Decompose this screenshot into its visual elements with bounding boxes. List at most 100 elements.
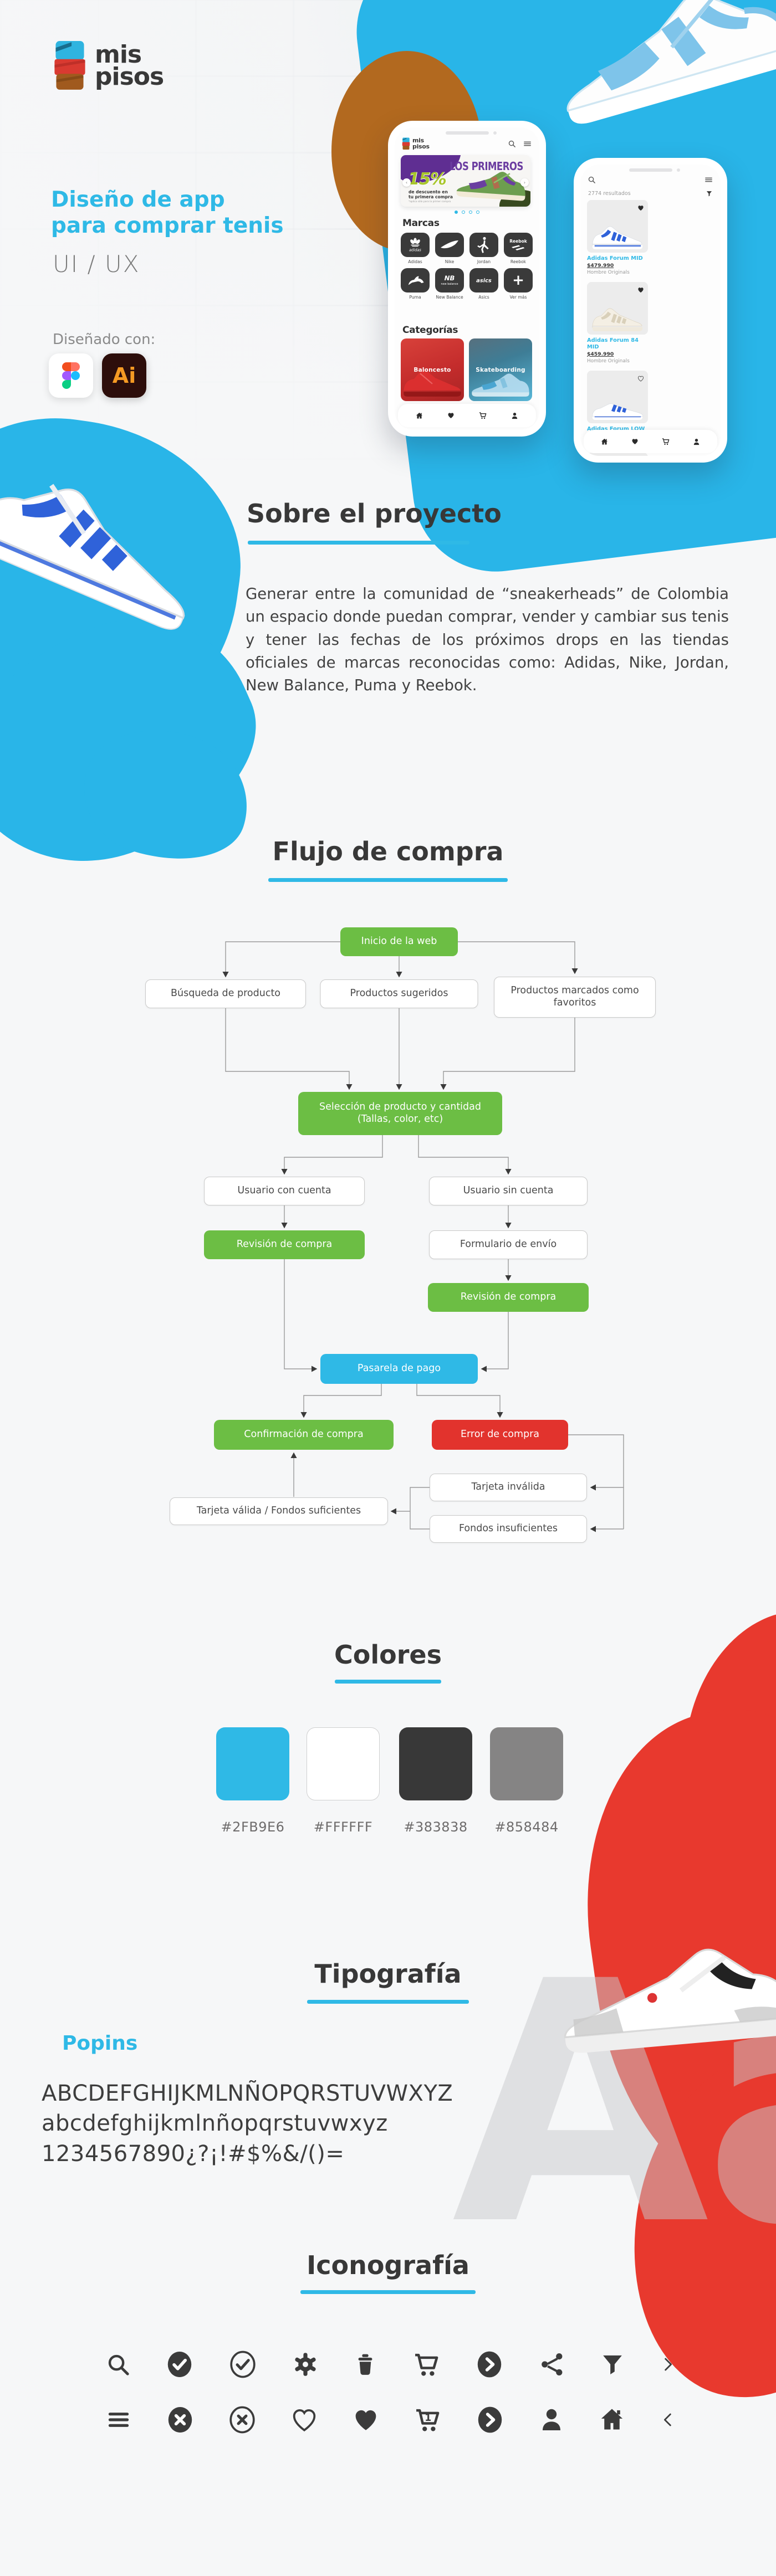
chevron-left-icon	[660, 2408, 676, 2432]
flow-node-busqueda: Búsqueda de producto	[145, 979, 306, 1008]
favorite-icon-filled[interactable]	[637, 285, 645, 296]
search-icon[interactable]	[508, 140, 516, 148]
specimen-numbers: 1234567890¿?¡!#$%&/()=	[42, 2141, 345, 2167]
banner-promo-text: de descuento en tu primera compra	[409, 189, 453, 200]
share-icon	[539, 2351, 565, 2378]
brand-label: Adidas	[408, 259, 422, 264]
designed-with-label: Diseñado con:	[53, 331, 156, 348]
specimen-uppercase: ABCDEFGHIJKMLNÑOPQRSTUVWXYZ	[42, 2081, 453, 2106]
product-card[interactable]: Adidas Stan Smith $399.990 Hombre Origin…	[587, 453, 648, 456]
iconography-underline	[300, 2290, 476, 2294]
svg-text:asics: asics	[476, 278, 492, 284]
flow-node-seleccion: Selección de producto y cantidad (Tallas…	[298, 1092, 502, 1135]
flow-node-usuario-con-cuenta: Usuario con cuenta	[204, 1177, 365, 1205]
phone-notch	[629, 168, 680, 172]
specimen-lowercase: abcdefghijkmlnñopqrstuvwxyz	[42, 2111, 388, 2137]
color-swatch-white	[307, 1727, 380, 1800]
bottom-nav	[398, 404, 536, 427]
filter-icon[interactable]	[706, 190, 713, 197]
brand-tile-asics[interactable]: asics	[469, 268, 498, 293]
product-name[interactable]: Adidas Forum MID	[587, 255, 643, 261]
product-name[interactable]: Adidas Forum LOW	[587, 425, 645, 432]
chevron-right-circle-icon	[475, 2349, 504, 2380]
home-icon[interactable]	[600, 438, 609, 446]
brand-tile-adidas[interactable]: adidas	[401, 233, 430, 257]
phone-notch	[445, 131, 497, 135]
user-icon[interactable]	[510, 412, 519, 420]
flow-underline	[268, 878, 508, 882]
flow-node-sugeridos: Productos sugeridos	[320, 979, 478, 1008]
brand-tile-jordan[interactable]	[469, 233, 498, 257]
svg-text:Reebok: Reebok	[509, 239, 527, 244]
close-circle-filled-icon	[166, 2405, 195, 2435]
brand-label: Jordan	[477, 259, 491, 264]
color-swatch-dark	[399, 1727, 472, 1800]
carousel-dot[interactable]	[469, 211, 472, 214]
marcas-heading: Marcas	[402, 218, 440, 229]
user-icon	[538, 2405, 565, 2434]
brand-tile-ver-mas[interactable]: +	[504, 268, 533, 293]
close-circle-outline-icon	[228, 2405, 257, 2435]
brand-tile-reebok[interactable]: Reebok	[504, 233, 533, 257]
typography-title: Tipografía	[314, 1959, 462, 1989]
shoebox-logo-icon	[54, 41, 85, 90]
flow-node-fondos-insuficientes: Fondos insuficientes	[430, 1515, 587, 1543]
favorite-icon-filled[interactable]	[637, 203, 645, 214]
chevron-right-icon	[660, 2352, 676, 2377]
cart-icon[interactable]	[478, 411, 487, 420]
category-card-skateboarding[interactable]: Skateboarding	[469, 338, 532, 401]
flow-node-revision-compra-2: Revisión de compra	[428, 1283, 589, 1312]
brand-label: Asics	[478, 295, 489, 300]
phone-mockup-catalog: 2774 resultados Adidas Forum MID $479.99…	[574, 158, 727, 463]
menu-icon[interactable]	[523, 140, 532, 148]
category-label: Skateboarding	[476, 366, 525, 373]
brand-tile-puma[interactable]	[401, 268, 430, 293]
flow-node-favoritos: Productos marcados como favoritos	[494, 977, 656, 1018]
flow-node-revision-compra-1: Revisión de compra	[204, 1230, 365, 1259]
category-label: Baloncesto	[413, 366, 451, 373]
product-name[interactable]: Adidas Forum 84 MID	[587, 337, 639, 350]
user-icon[interactable]	[692, 438, 701, 446]
flow-node-usuario-sin-cuenta: Usuario sin cuenta	[429, 1177, 588, 1205]
carousel-dot[interactable]	[476, 211, 479, 214]
heart-outline-icon	[290, 2405, 318, 2434]
heart-icon[interactable]	[447, 412, 455, 419]
heart-icon[interactable]	[631, 438, 639, 445]
product-card[interactable]: Adidas Forum MID $479.990 Hombre Origina…	[587, 200, 648, 275]
cart-icon[interactable]	[661, 437, 670, 446]
brand-tile-nike[interactable]	[435, 233, 464, 257]
bottom-nav	[584, 430, 717, 453]
flow-connectors	[222, 941, 624, 1532]
search-icon[interactable]	[588, 176, 596, 184]
check-circle-filled-icon	[165, 2349, 194, 2379]
flow-node-tarjeta-invalida: Tarjeta inválida	[430, 1474, 587, 1501]
skateboarding-shoe-image	[472, 373, 529, 397]
carousel-dot[interactable]	[455, 211, 458, 214]
typography-underline	[307, 2000, 469, 2004]
brand-logo-text: mis pisos	[95, 40, 164, 91]
category-card-baloncesto[interactable]: Baloncesto	[401, 338, 464, 401]
banner-fine-print: *aplica sólo para la primer compra	[409, 201, 451, 203]
gear-icon	[292, 2351, 319, 2378]
banner-headline: LOS PRIMEROS	[450, 160, 523, 173]
cart-icon	[412, 2350, 441, 2379]
carousel-dot[interactable]	[462, 211, 465, 214]
promo-banner[interactable]: LOS PRIMEROS 15% de descuento en tu prim…	[401, 155, 530, 207]
favorite-icon-outline[interactable]	[637, 374, 645, 384]
adobe-illustrator-icon: Ai	[102, 353, 146, 398]
brand-label: Nike	[445, 259, 455, 264]
brand-label: New Balance	[436, 295, 463, 300]
menu-icon	[105, 2408, 132, 2432]
product-card[interactable]: Adidas Forum 84 MID $459.990 Hombre Orig…	[587, 282, 648, 364]
menu-icon[interactable]	[704, 176, 713, 184]
phone2-screen: 2774 resultados Adidas Forum MID $479.99…	[580, 165, 721, 456]
banner-prev-button[interactable]: ‹	[402, 178, 411, 187]
flow-node-tarjeta-valida: Tarjeta válida / Fondos suficientes	[170, 1497, 388, 1525]
banner-next-button[interactable]: ›	[520, 178, 529, 187]
home-icon[interactable]	[415, 412, 423, 420]
baloncesto-shoe-image	[404, 370, 461, 397]
carousel-dots[interactable]	[395, 211, 539, 214]
color-hex-label: #FFFFFF	[313, 1819, 373, 1835]
